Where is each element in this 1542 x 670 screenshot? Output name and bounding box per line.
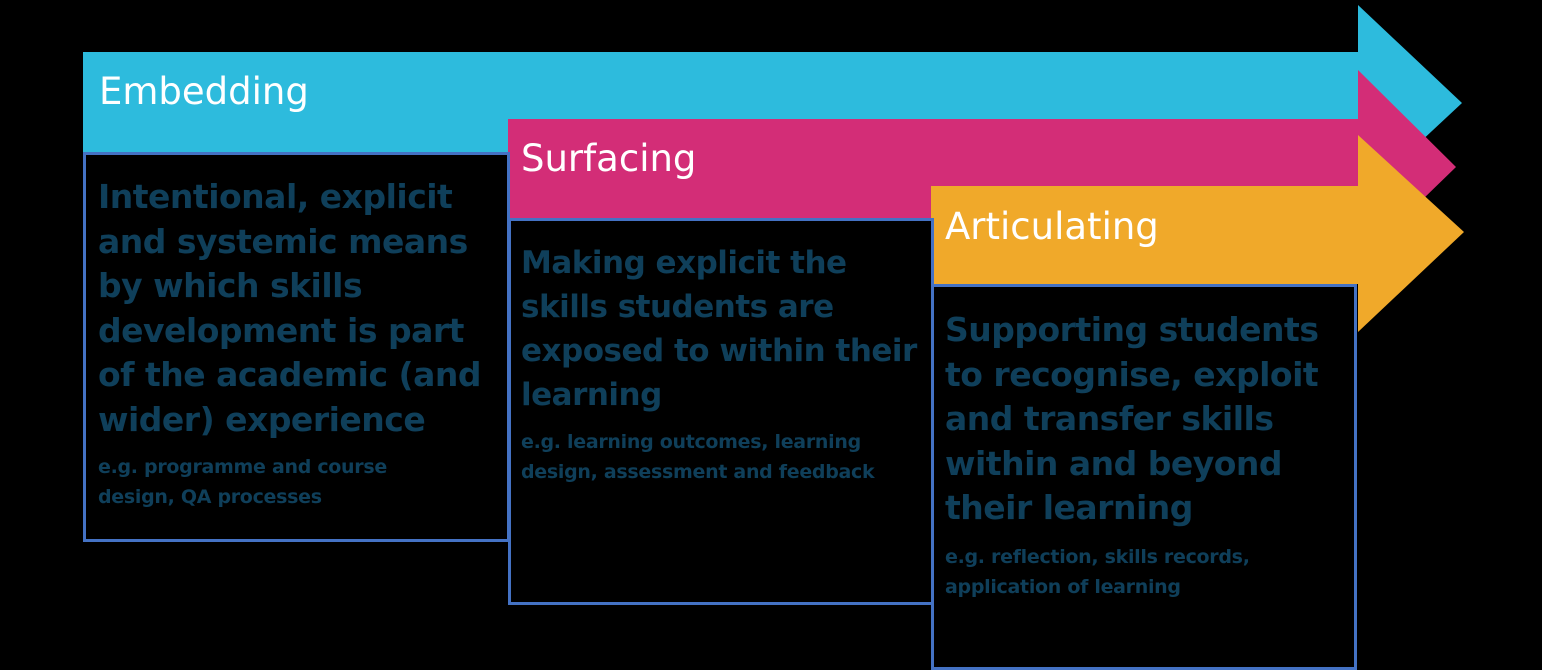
articulating-example: e.g. reflection, skills records, applica… [945,546,1250,598]
surfacing-box: Making explicit the skills students are … [508,218,934,605]
articulating-title: Articulating [945,205,1159,248]
surfacing-example: e.g. learning outcomes, learning design,… [521,431,875,483]
surfacing-title: Surfacing [521,137,697,180]
embedding-description: Intentional, explicit and systemic means… [98,177,481,439]
embedding-title: Embedding [99,70,309,113]
embedding-box: Intentional, explicit and systemic means… [83,152,510,542]
articulating-description: Supporting students to recognise, exploi… [945,310,1319,527]
articulating-arrow [931,135,1464,332]
articulating-box: Supporting students to recognise, exploi… [931,284,1357,670]
surfacing-description: Making explicit the skills students are … [521,245,917,413]
embedding-example: e.g. programme and course design, QA pro… [98,456,387,508]
